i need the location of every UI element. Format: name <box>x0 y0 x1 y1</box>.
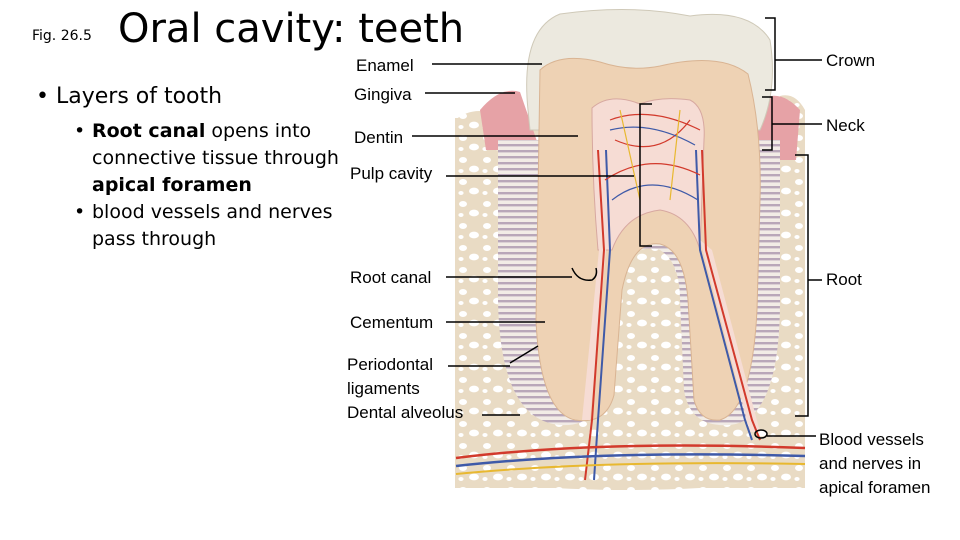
label-crown: Crown <box>826 51 876 70</box>
vessels-nerves <box>455 109 806 481</box>
main-bullet-text: Layers of tooth <box>55 84 223 109</box>
label-blood-line2: and nerves in <box>819 454 922 473</box>
bold-root-canal: Root canal <box>92 120 206 142</box>
sub-bullet-root-canal: Root canal opens into connective tissue … <box>70 118 350 199</box>
label-root: Root <box>826 270 862 289</box>
leader-lines <box>412 17 822 437</box>
sub-bullet-text: opens into connective tissue through <box>92 120 339 169</box>
label-neck: Neck <box>826 116 865 135</box>
sub-bullet-vessels: blood vessels and nerves pass through <box>70 199 350 253</box>
label-apical-foramen: Blood vessels and nerves in apical foram… <box>819 428 931 500</box>
label-blood-line1: Blood vessels <box>819 430 924 449</box>
label-blood-line3: apical foramen <box>819 478 931 497</box>
figure-number: Fig. 26.5 <box>32 28 92 44</box>
label-dentin: Dentin <box>354 128 404 147</box>
gingiva <box>480 90 540 150</box>
label-dental-alveolus: Dental alveolus <box>347 403 464 422</box>
label-periodontal-ligaments: Periodontal ligaments Dental alveolus <box>347 353 463 425</box>
label-pulp-cavity: Pulp cavity <box>350 164 433 183</box>
label-periodontal-line1: Periodontal <box>347 355 434 374</box>
label-periodontal-line2: ligaments <box>347 379 420 398</box>
main-bullet: • Layers of tooth <box>36 84 223 109</box>
bold-apical-foramen: apical foramen <box>92 174 252 196</box>
label-enamel: Enamel <box>356 56 414 75</box>
label-cementum: Cementum <box>350 313 434 332</box>
label-root-canal: Root canal <box>350 268 432 287</box>
sub-bullet-list: Root canal opens into connective tissue … <box>70 118 350 253</box>
label-gingiva: Gingiva <box>354 85 412 104</box>
slide-title: Oral cavity: teeth <box>118 6 465 52</box>
root-canal-left <box>582 240 606 420</box>
